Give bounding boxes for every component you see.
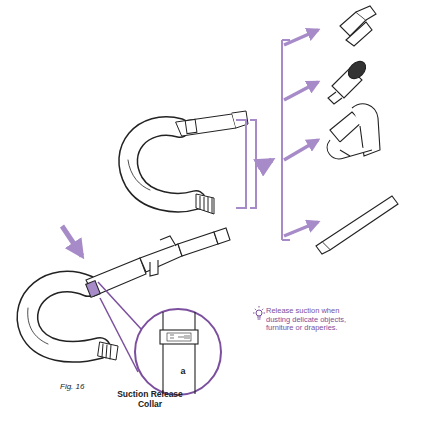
dusting-nozzle-part bbox=[356, 6, 376, 20]
wand-part bbox=[214, 228, 230, 244]
tool-bracket-part bbox=[281, 40, 283, 240]
tool-bracket-part bbox=[282, 39, 290, 41]
round-brush bbox=[328, 58, 369, 104]
collar-closeup bbox=[160, 312, 198, 394]
tool-bracket-part bbox=[258, 160, 272, 168]
top-handle-part bbox=[128, 126, 196, 202]
bottom-handle-part bbox=[102, 344, 111, 359]
bottom-handle-part bbox=[27, 282, 100, 352]
tool-bracket-part bbox=[284, 30, 318, 45]
top-handle-part bbox=[128, 160, 150, 190]
bottom-handle-part bbox=[98, 342, 118, 360]
upholstery-tool-part bbox=[327, 140, 372, 159]
top-hose bbox=[196, 194, 214, 214]
tip-bulb-icon-part bbox=[256, 310, 262, 316]
tool-bracket-part bbox=[284, 140, 318, 160]
top-handle-part bbox=[176, 114, 236, 136]
bottom-handle-part bbox=[28, 308, 48, 344]
wand-part bbox=[178, 232, 218, 256]
top-handle-part bbox=[128, 126, 196, 202]
pointer-arrow bbox=[62, 226, 82, 256]
wand-part bbox=[150, 260, 158, 276]
tip-bulb-icon bbox=[253, 306, 265, 319]
upholstery-tool bbox=[327, 104, 380, 159]
wand-part bbox=[140, 244, 182, 272]
figure-number: Fig. 16 bbox=[60, 382, 110, 391]
tool-bracket-part bbox=[282, 239, 290, 241]
upholstery-tool-part bbox=[340, 150, 350, 156]
top-handle bbox=[128, 111, 248, 203]
tool-bracket-part bbox=[284, 82, 318, 100]
tip-bulb-icon-part bbox=[253, 306, 265, 313]
round-brush-part bbox=[328, 92, 342, 104]
crevice-tool-part bbox=[316, 242, 330, 254]
crevice-tool bbox=[316, 196, 398, 254]
round-brush-part bbox=[345, 58, 369, 82]
zoom-callout-part bbox=[100, 298, 138, 372]
tool-bracket bbox=[236, 30, 318, 240]
collar-closeup-part bbox=[163, 312, 195, 394]
dusting-nozzle bbox=[340, 6, 376, 46]
tip-bulb-icon-part bbox=[257, 317, 261, 319]
bottom-handle-part bbox=[27, 282, 100, 352]
bottom-handle bbox=[27, 282, 118, 360]
top-handle-part bbox=[185, 119, 197, 133]
pointer-arrow-part bbox=[62, 226, 82, 256]
top-hose-part bbox=[200, 196, 212, 213]
tip-note: Release suction when dusting delicate ob… bbox=[266, 307, 362, 333]
wand bbox=[86, 228, 230, 297]
wand-part bbox=[160, 236, 176, 246]
tool-bracket-part bbox=[236, 120, 246, 208]
part-name: Suction Release Collar bbox=[110, 390, 190, 410]
tool-bracket-part bbox=[250, 120, 256, 208]
top-hose-part bbox=[196, 194, 214, 214]
zoom-callout bbox=[98, 282, 221, 395]
collar-closeup-part bbox=[160, 330, 198, 344]
collar-closeup-part bbox=[170, 335, 189, 339]
crevice-tool-part bbox=[322, 196, 398, 250]
collar-closeup-part bbox=[167, 333, 191, 341]
zoom-callout-part bbox=[135, 309, 221, 395]
tool-bracket-part bbox=[284, 222, 318, 236]
dusting-nozzle-part bbox=[346, 22, 372, 46]
callout-letter: a bbox=[176, 366, 190, 376]
